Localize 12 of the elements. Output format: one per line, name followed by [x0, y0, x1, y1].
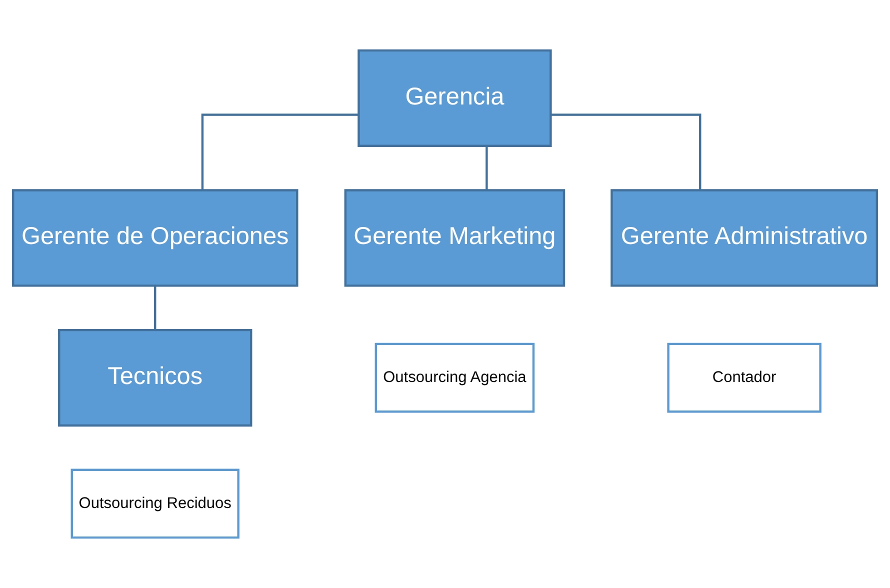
node-box: Outsourcing Reciduos [70, 468, 240, 539]
node-box: Gerente Marketing [344, 189, 566, 287]
connector [201, 114, 359, 190]
node-box: Outsourcing Agencia [374, 342, 535, 413]
connector [154, 286, 156, 330]
connector [486, 146, 488, 190]
node-box: Gerencia [358, 49, 552, 147]
node-box: Gerente de Operaciones [12, 189, 298, 287]
node-box: Tecnicos [58, 328, 252, 427]
node-box: Gerente Administrativo [610, 189, 878, 287]
node-box: Contador [667, 342, 822, 413]
connector [551, 114, 702, 190]
